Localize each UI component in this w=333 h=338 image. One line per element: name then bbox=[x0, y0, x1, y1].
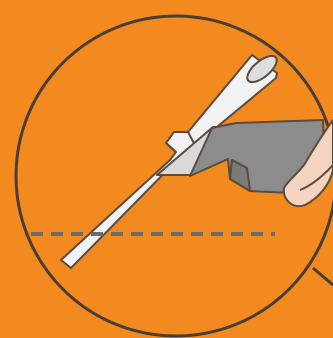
callout-line bbox=[313, 268, 333, 285]
